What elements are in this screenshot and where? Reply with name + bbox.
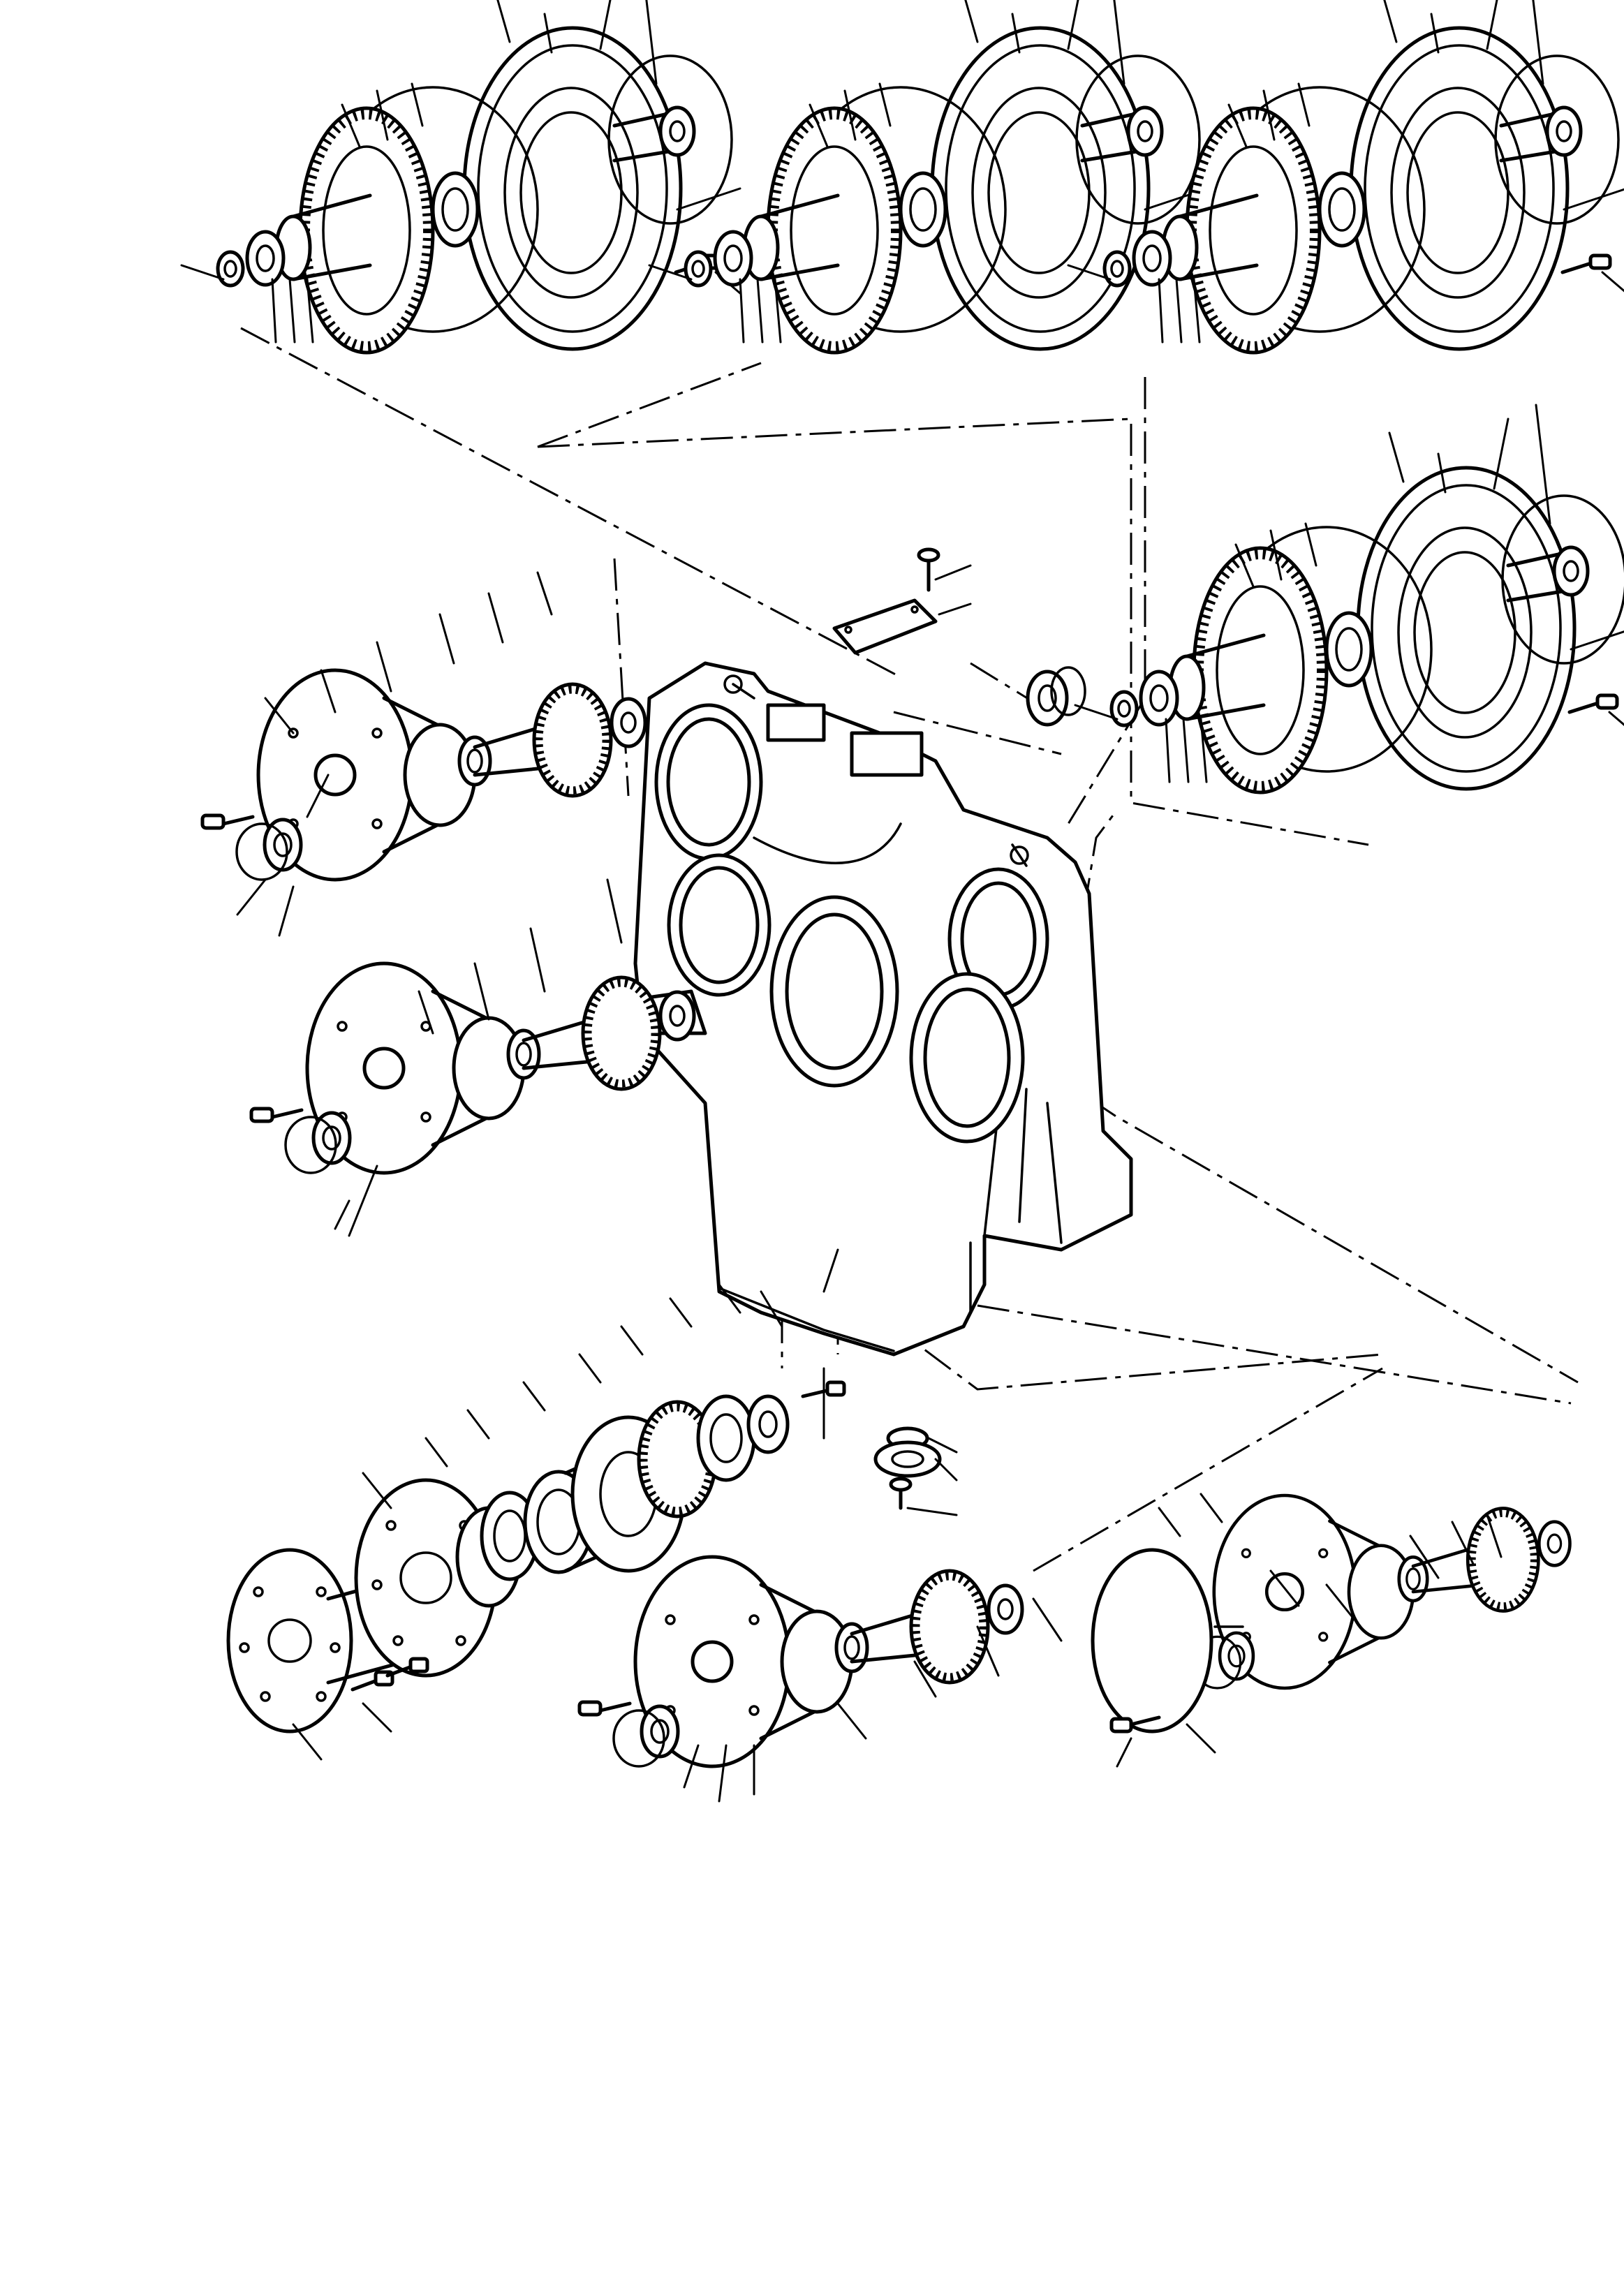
transmission-case [633, 661, 1133, 1357]
clutch-gear-assembly-right [1075, 405, 1624, 792]
gear-shaft-assembly-lower-right [1162, 1495, 1570, 1688]
leader-lines [236, 571, 1503, 1803]
output-shaft-assembly [226, 1380, 846, 1734]
gear-shaft-assembly-lower-center [580, 1557, 1022, 1766]
clutch-gear-assembly-top-right [1068, 0, 1624, 353]
inspection-cover-plate [832, 547, 972, 655]
clutch-gear-assembly-top-left [182, 0, 740, 353]
drain-plug-set [873, 1426, 958, 1516]
gear-shaft-assembly-middle-left [251, 963, 694, 1173]
clutch-gear-assembly-top-center [649, 0, 1208, 353]
end-cover [1091, 1548, 1244, 1768]
seal-ring-center [1026, 666, 1086, 727]
